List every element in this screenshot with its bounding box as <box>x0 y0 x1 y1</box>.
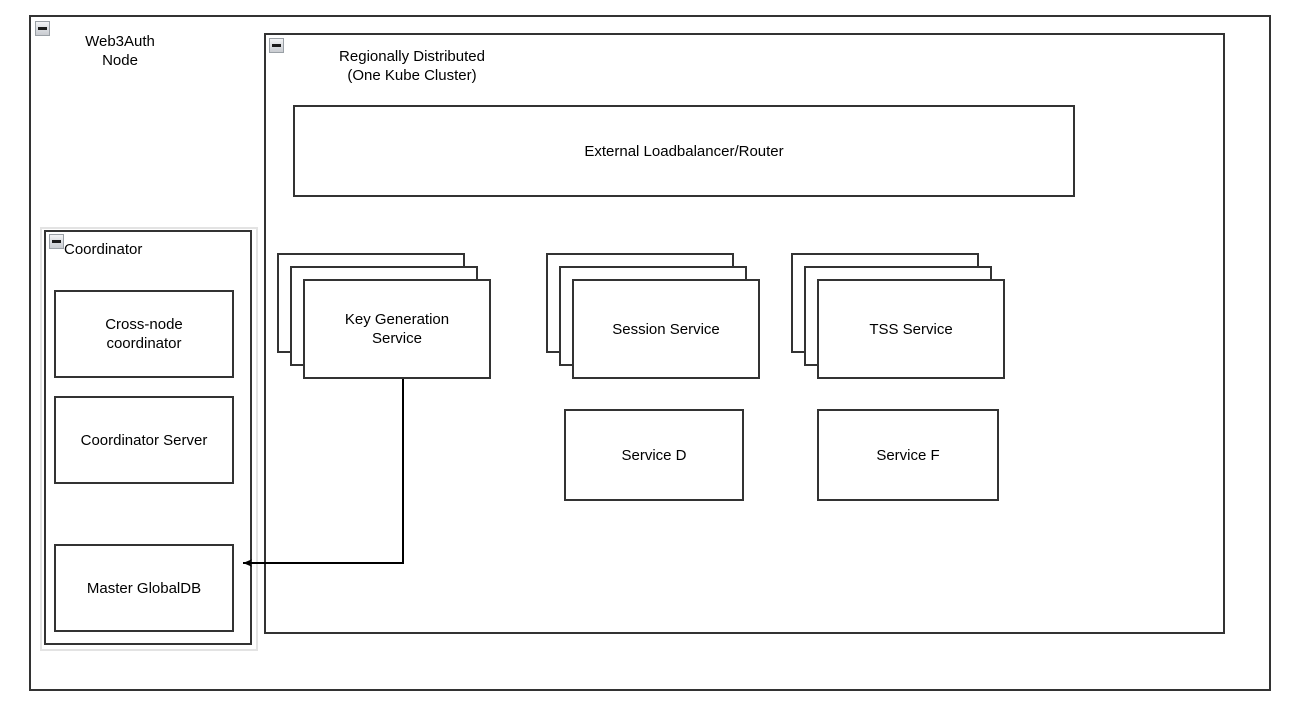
tss-service-box[interactable]: TSS Service <box>817 279 1005 379</box>
service-d-box[interactable]: Service D <box>564 409 744 501</box>
service-f-box[interactable]: Service F <box>817 409 999 501</box>
collapse-minus-icon-coordinator[interactable] <box>49 234 64 249</box>
collapse-minus-icon-web3auth-node[interactable] <box>35 21 50 36</box>
collapse-minus-icon-kube-cluster[interactable] <box>269 38 284 53</box>
tss-service-stack[interactable]: TSS Service <box>791 253 1005 380</box>
session-service-box[interactable]: Session Service <box>572 279 760 379</box>
coordinator-server-box[interactable]: Coordinator Server <box>54 396 234 484</box>
master-globaldb-box[interactable]: Master GlobalDB <box>54 544 234 632</box>
session-service-stack[interactable]: Session Service <box>546 253 760 380</box>
key-generation-service-box[interactable]: Key Generation Service <box>303 279 491 379</box>
external-loadbalancer-router[interactable]: External Loadbalancer/Router <box>293 105 1075 197</box>
key-generation-service-stack[interactable]: Key Generation Service <box>277 253 491 380</box>
cross-node-coordinator-box[interactable]: Cross-node coordinator <box>54 290 234 378</box>
